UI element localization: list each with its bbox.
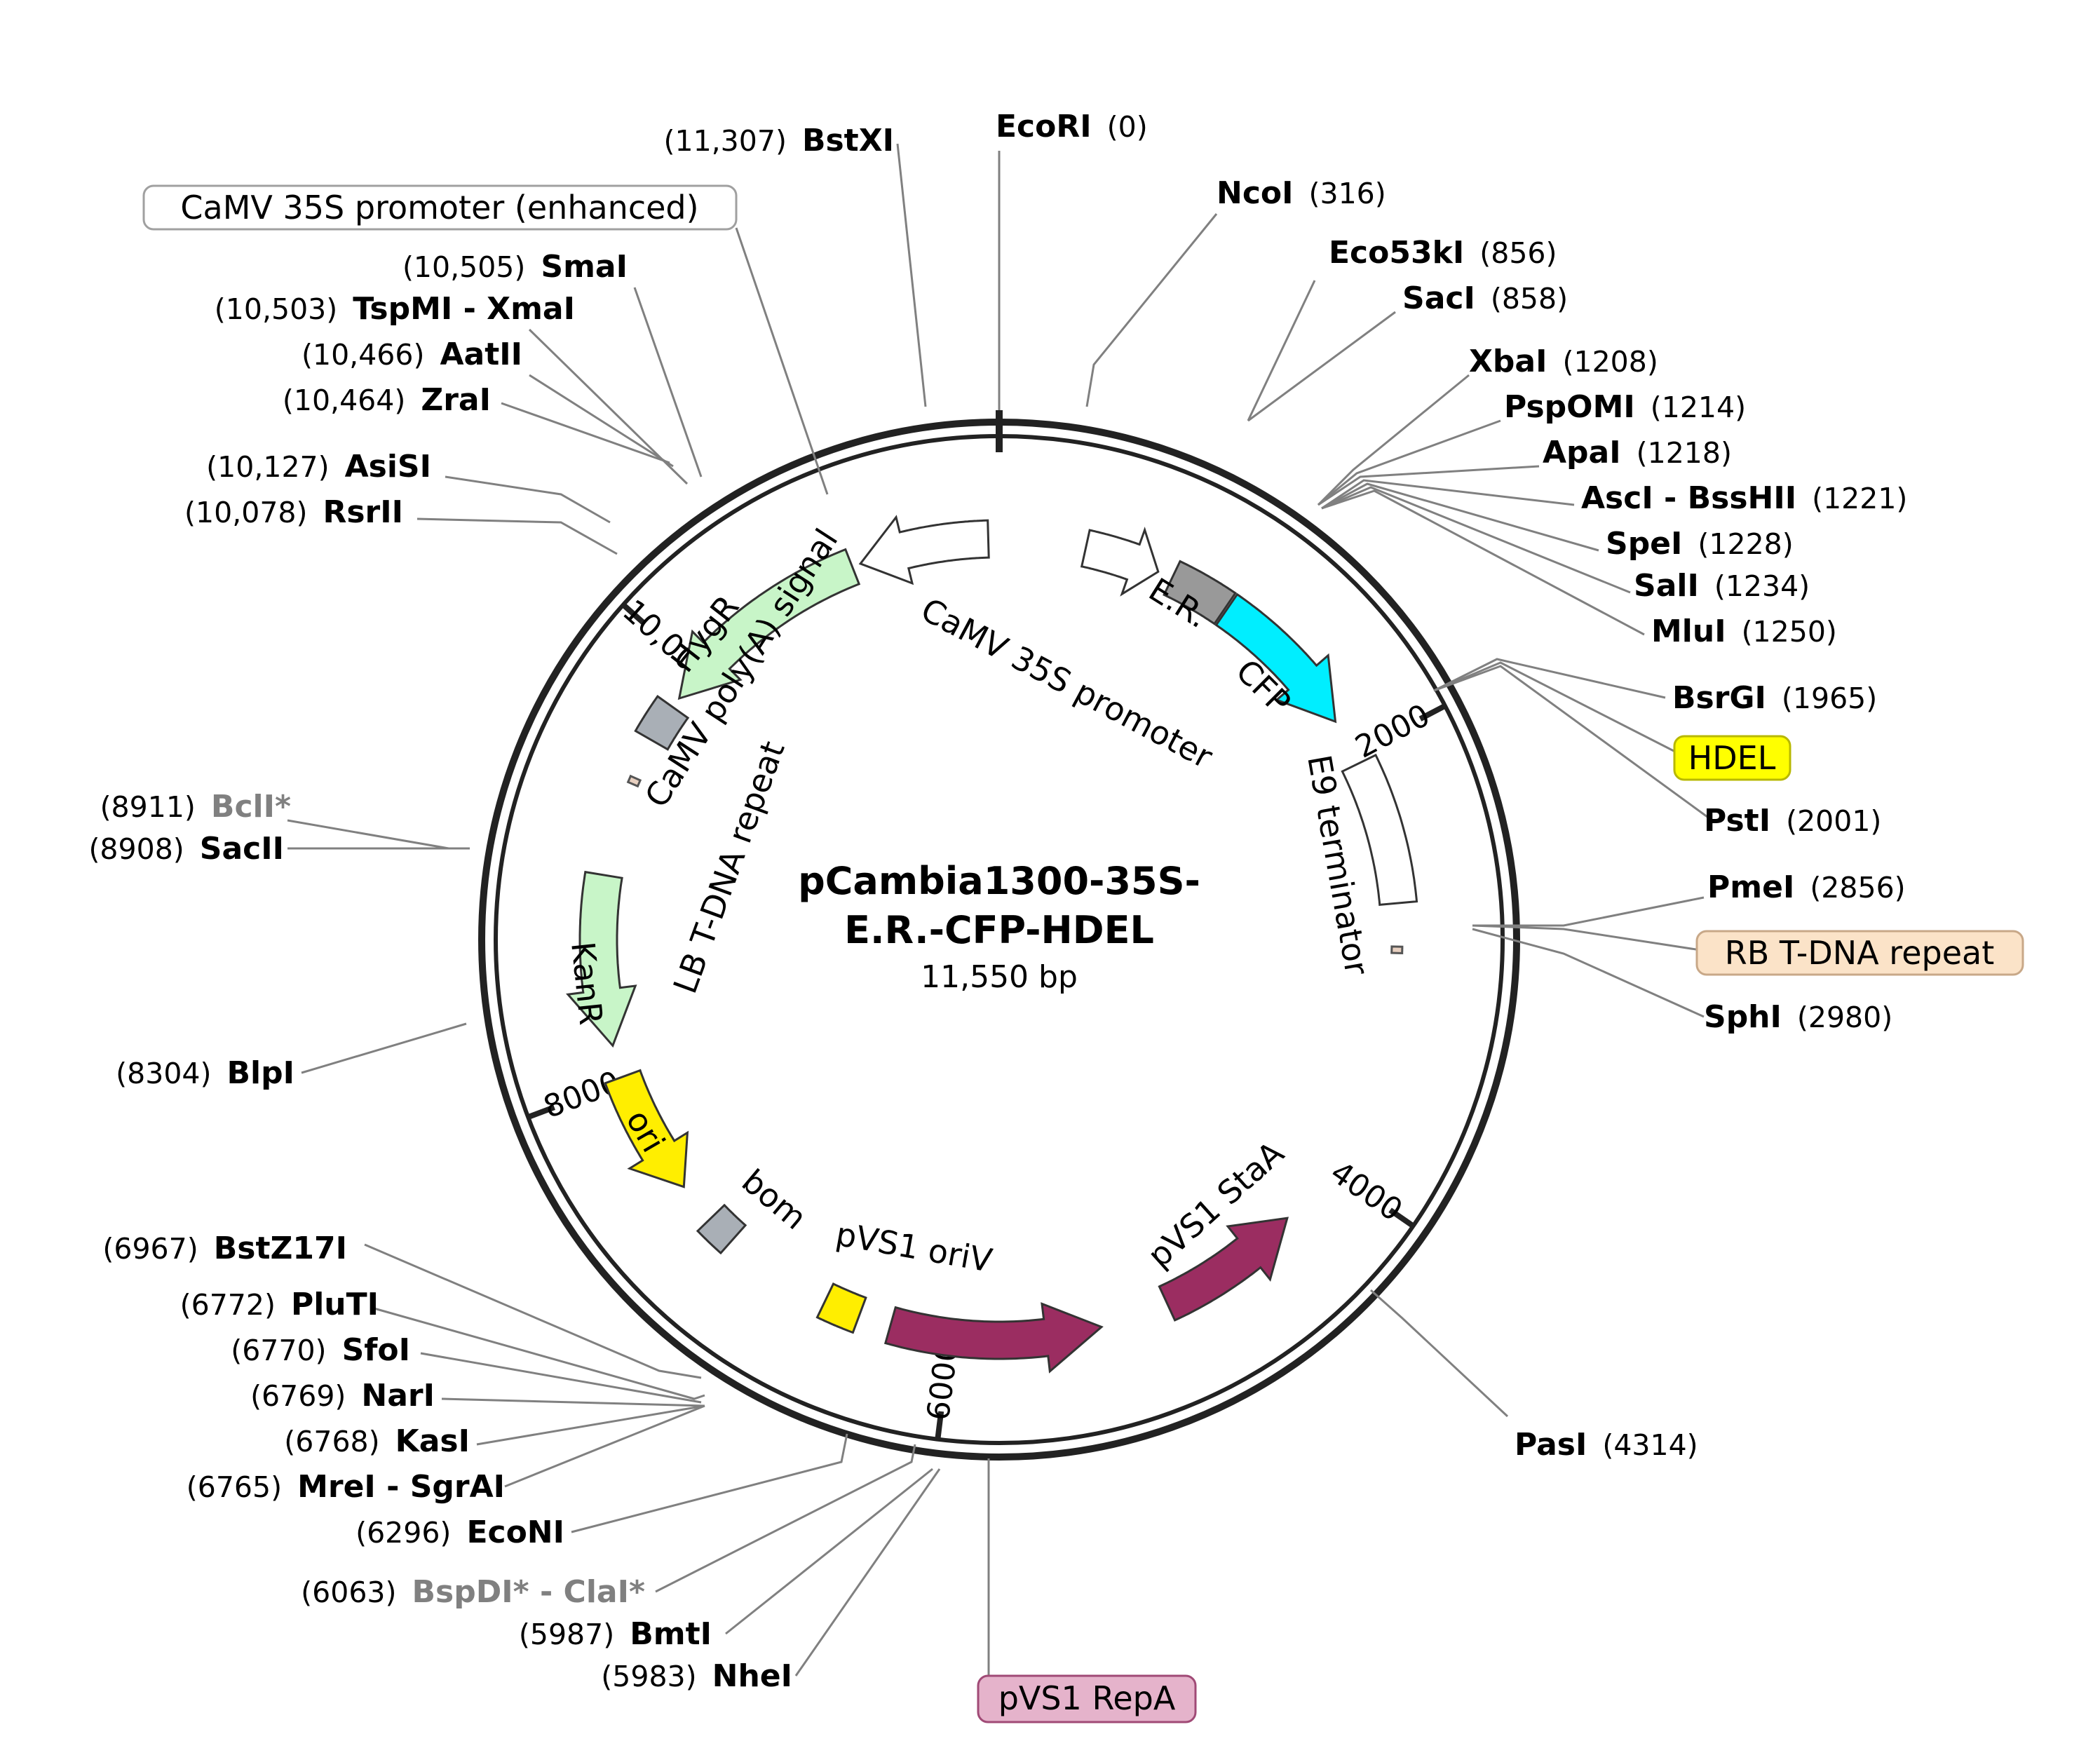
right-leaders (998, 151, 1708, 1418)
site-label: (8304)BlpI (116, 1055, 294, 1091)
camv-enhanced-box (142, 184, 738, 231)
plasmid-name-line2: E.R.-CFP-HDEL (844, 908, 1154, 952)
site-label: Eco53kI(856) (1329, 235, 1557, 271)
feature-rb (1390, 945, 1404, 955)
feature-repa (883, 1302, 1104, 1374)
site-label: (6769)NarI (250, 1378, 435, 1414)
site-label: (10,464)ZraI (283, 382, 491, 418)
rb-label: RB T-DNA repeat (1725, 934, 1994, 972)
ruler-tick (525, 1104, 555, 1120)
repa-box (978, 1676, 1195, 1722)
site-label: (6967)BstZ17I (102, 1231, 347, 1266)
label-camv-polya: CaMV poly(A) signal (637, 522, 846, 814)
site-label: EcoRI(0) (996, 109, 1148, 144)
feature-layer (566, 515, 1418, 1374)
feature-camv35s-left (858, 515, 990, 585)
site-label: (6768)KasI (284, 1423, 470, 1459)
feature-stab (1158, 1217, 1289, 1322)
site-label: ApaI(1218) (1543, 435, 1732, 470)
ruler-tick (935, 1411, 944, 1442)
ruler-tick (1388, 1207, 1416, 1229)
label-pvs1-oriv: pVS1 oriV (833, 1215, 996, 1280)
feature-cfp (1214, 592, 1337, 724)
site-label: (10,078)RsrII (184, 494, 403, 530)
repa-box-border (977, 1674, 1197, 1723)
label-kanr: KanR (564, 940, 610, 1027)
site-label: SpeI(1228) (1606, 526, 1794, 562)
ruler-tick (620, 602, 646, 626)
site-label: PspOMI(1214) (1504, 389, 1746, 425)
feature-e9 (1341, 753, 1418, 907)
site-label: (6296)EcoNI (355, 1515, 564, 1550)
site-label: SalI(1234) (1634, 568, 1810, 604)
plasmid-name-line1: pCambia1300-35S- (798, 859, 1200, 903)
hdel-box (1674, 736, 1790, 780)
site-label: SphI(2980) (1704, 999, 1892, 1035)
feature-er (1163, 560, 1237, 625)
site-label: NcoI(316) (1217, 175, 1386, 211)
site-label: XbaI(1208) (1469, 344, 1658, 379)
site-label: MluI(1250) (1651, 614, 1837, 649)
feature-oriv (815, 1282, 867, 1334)
site-label: SacI(858) (1402, 280, 1568, 316)
hdel-label: HDEL (1688, 739, 1776, 777)
ruler-tick-label: 4000 (1324, 1154, 1409, 1228)
site-label: (10,505)SmaI (402, 249, 628, 285)
site-label: (11,307)BstXI (663, 123, 894, 158)
left-leaders (287, 143, 941, 1676)
site-label: (6770)SfoI (231, 1332, 410, 1368)
feature-ori (604, 1069, 689, 1188)
site-label: PstI(2001) (1704, 803, 1881, 839)
plasmid-size: 11,550 bp (921, 959, 1078, 995)
site-labels: EcoRI(0) NcoI(316) Eco53kI(856) SacI(858) Xb… (88, 109, 1907, 1694)
site-label: (5987)BmtI (519, 1616, 712, 1652)
site-label: (5983)NheI (601, 1658, 792, 1694)
site-label: PasI(4314) (1515, 1427, 1698, 1463)
feature-kanr (566, 870, 637, 1048)
site-label: (6765)MreI - SgrAI (187, 1469, 505, 1505)
feature-hygr (677, 548, 861, 700)
repa-label: pVS1 RepA (998, 1679, 1176, 1717)
site-label: (8911)BclI* (100, 789, 291, 825)
rb-box (1697, 931, 2023, 975)
site-label: BsrGI(1965) (1672, 680, 1877, 716)
site-label: (6063)BspDI* - ClaI* (301, 1574, 645, 1610)
site-label: PmeI(2856) (1707, 869, 1906, 905)
label-bom: bom (735, 1162, 814, 1237)
site-label: AscI - BssHII(1221) (1581, 480, 1907, 516)
hdel-box-border (1673, 735, 1791, 781)
feature-polya (634, 695, 690, 751)
rb-box-border (1695, 930, 2024, 976)
ruler-tick-label: 2000 (1350, 697, 1436, 765)
feature-bom (696, 1203, 747, 1255)
feature-camv35s-right (1080, 527, 1160, 597)
site-label: (10,503)TspMI - XmaI (215, 291, 575, 327)
site-label: (10,466)AatII (302, 337, 522, 372)
site-label: (6772)PluTI (180, 1287, 379, 1322)
site-label: (8908)SacII (88, 831, 284, 867)
feature-lb (626, 774, 642, 788)
site-label: (10,127)AsiSI (206, 449, 431, 485)
ruler-tick (1418, 703, 1448, 722)
camv-enhanced-label: CaMV 35S promoter (enhanced) (180, 189, 698, 226)
